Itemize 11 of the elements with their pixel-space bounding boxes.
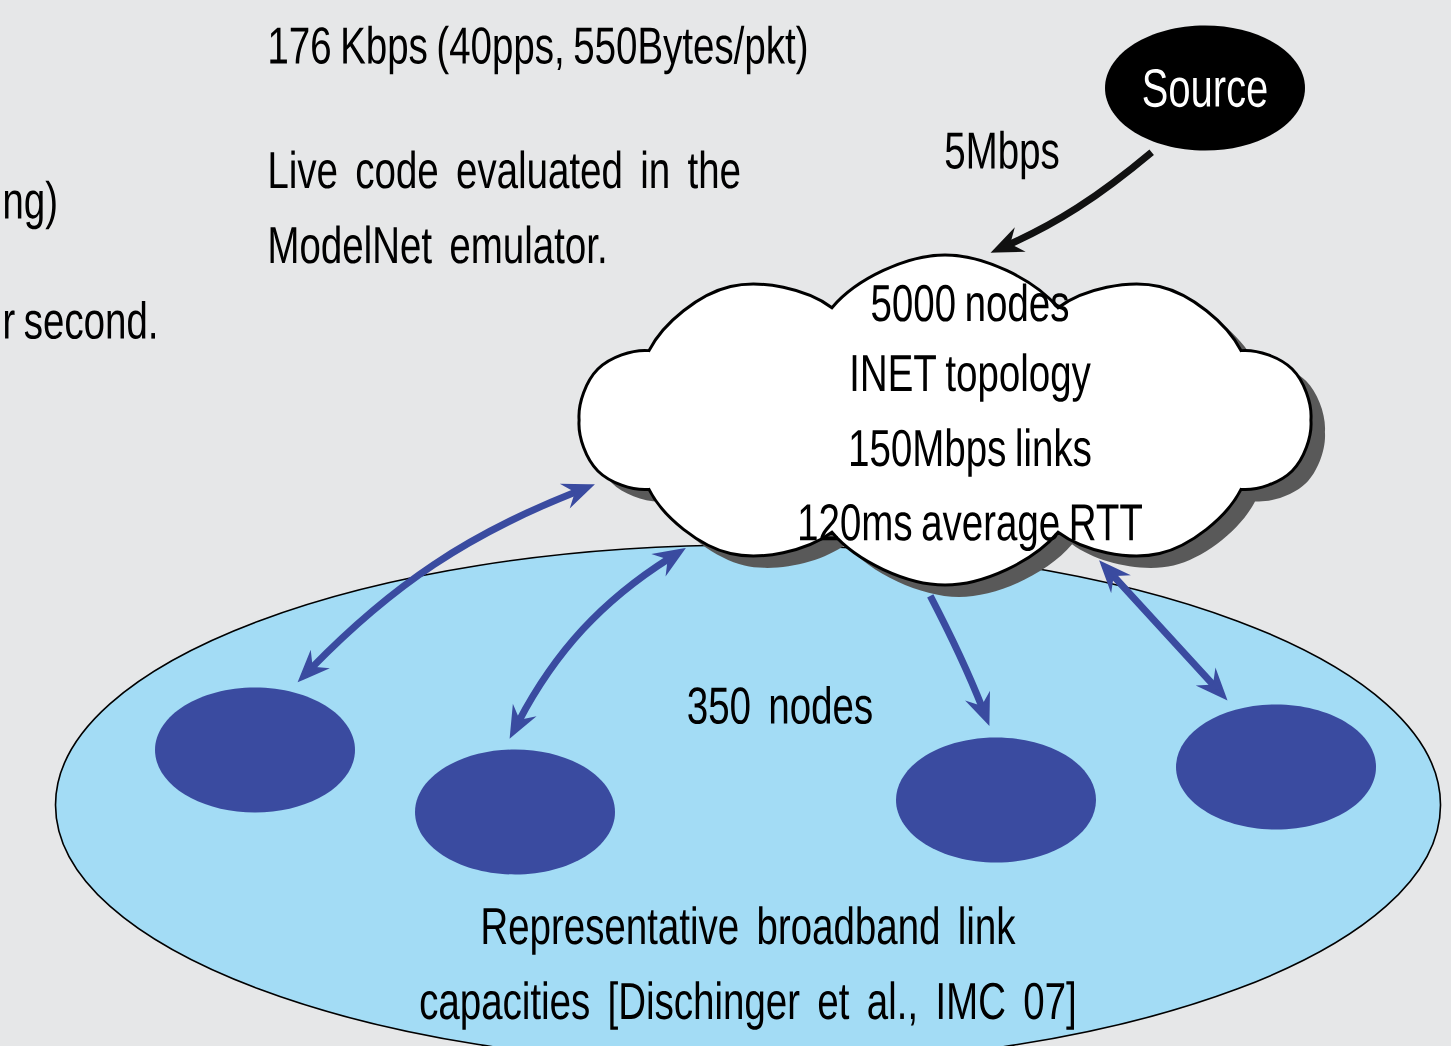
- note-text: 176 Kbps (40pps, 550Bytes/pkt): [270, 25, 807, 75]
- edge-label: 5Mbps: [940, 126, 1064, 184]
- note-text: Live code evaluated in the ModelNet emulator.: [270, 150, 740, 264]
- ellipse-node: [1176, 704, 1376, 830]
- region-label: Representative broadband link capacities [Dischinger et al., IMC 07]: [420, 906, 1074, 1030]
- ellipse-node: [896, 737, 1096, 863]
- note-text: r second.: [4, 300, 155, 340]
- ellipse-node: [155, 687, 355, 813]
- note-text: ng): [4, 180, 56, 230]
- region-label: 350 nodes: [688, 685, 872, 725]
- ellipse-node: [415, 749, 615, 875]
